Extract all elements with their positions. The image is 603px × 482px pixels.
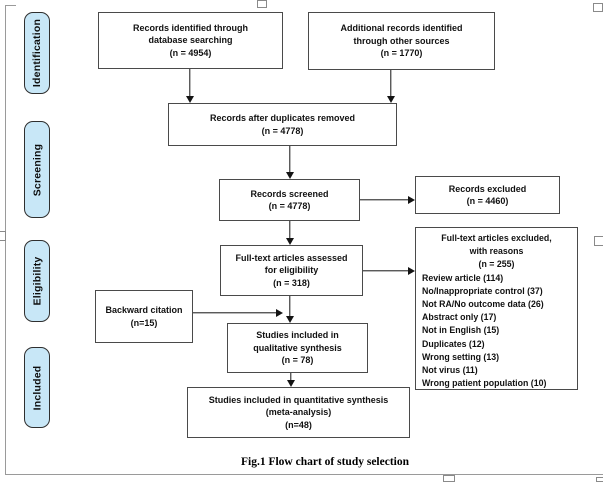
stage-identification-label: Identification [31,18,44,88]
box-text-line: through other sources [353,35,450,46]
arrow-other-sources-to-dedup [386,70,395,103]
box-fulltext-excluded-reasons: Full-text articles excluded, with reason… [415,227,578,390]
box-text-line: (n = 4778) [268,201,311,211]
box-text-line: (n = 4954) [169,47,212,58]
exclusion-reason: Not virus (11) [422,365,478,376]
stage-included-label: Included [31,365,43,410]
box-text-line: (n = 78) [281,355,314,366]
exclusion-reason: Abstract only (17) [422,312,497,323]
resize-handle-bottom-center[interactable] [443,475,455,482]
exclusion-reason: Wrong setting (13) [422,351,500,362]
exclusion-reason: Wrong patient population (10) [422,378,547,389]
box-text-line: (n = 318) [273,277,310,288]
box-text-line: (n = 255) [478,259,515,270]
arrow-screened-to-excluded [360,195,415,204]
arrow-fulltext-to-qualitative [285,296,294,323]
box-text-line: Full-text articles excluded, [441,233,552,243]
resize-handle-right-middle[interactable] [594,236,603,246]
box-text-line: Full-text articles assessed [235,252,348,263]
arrow-fulltext-to-reasons [363,266,415,275]
box-records-screened: Records screened (n = 4778) [219,179,360,221]
exclusion-reason: Not in English (15) [422,325,500,336]
box-quantitative-synthesis: Studies included in quantitative synthes… [187,387,410,438]
box-text-line: Studies included in quantitative synthes… [208,394,389,405]
stage-eligibility-label: Eligibility [31,256,43,306]
box-qualitative-synthesis: Studies included in qualitative synthesi… [227,323,368,373]
resize-handle-top-right[interactable] [593,3,603,12]
exclusion-reason: No/Inappropriate control (37) [422,285,543,296]
resize-handle-left-middle[interactable] [0,231,6,241]
stage-identification: Identification [24,12,50,94]
box-text-line: qualitative synthesis [253,342,342,353]
box-duplicates-removed: Records after duplicates removed (n = 47… [168,103,397,146]
box-text-line: Additional records identified [340,23,463,34]
exclusion-reason: Not RA/No outcome data (26) [422,299,544,310]
box-fulltext-assessed: Full-text articles assessed for eligibil… [220,245,363,296]
resize-handle-bottom-right[interactable] [596,477,603,482]
stage-included: Included [24,347,50,428]
box-records-database: Records identified through database sear… [98,12,283,69]
box-text-line: (n = 4778) [261,125,304,136]
box-text-line: Records after duplicates removed [209,113,356,123]
stage-screening: Screening [24,121,50,218]
selection-frame-top-corner [5,5,16,6]
box-text-line: (n=48) [285,419,312,430]
box-text-line: (meta-analysis) [265,407,332,418]
arrow-backward-citation-to-flow [193,308,283,317]
box-text-line: with reasons [469,246,524,257]
figure-caption: Fig.1 Flow chart of study selection [240,456,409,468]
box-text-line: Records screened [250,188,329,199]
box-text-line: (n = 1770) [380,48,423,59]
arrow-database-to-dedup [185,69,194,103]
box-backward-citation: Backward citation (n=15) [95,290,193,343]
box-text-line: Backward citation [105,305,183,315]
box-text-line: (n=15) [130,317,158,328]
stage-screening-label: Screening [31,143,44,196]
box-text-line: Records excluded [448,183,527,194]
box-text-line: (n = 4460) [466,196,509,206]
arrow-dedup-to-screened [285,146,294,179]
box-text-line: for eligibility [264,265,319,276]
box-text-line: Studies included in [256,330,339,341]
box-records-excluded: Records excluded (n = 4460) [415,176,560,214]
exclusion-reason: Duplicates (12) [422,338,485,349]
arrow-qualitative-to-quantitative [286,373,295,387]
exclusion-reason-list: Review article (114) No/Inappropriate co… [416,272,546,391]
box-records-other-sources: Additional records identified through ot… [308,12,495,70]
exclusion-reason: Review article (114) [422,272,504,283]
box-text-line: database searching [148,35,233,46]
resize-handle-top-center[interactable] [257,0,267,8]
box-text-line: Records identified through [132,22,248,33]
arrow-screened-to-fulltext [285,221,294,245]
selection-frame-bottom [5,474,603,475]
stage-eligibility: Eligibility [24,240,50,322]
